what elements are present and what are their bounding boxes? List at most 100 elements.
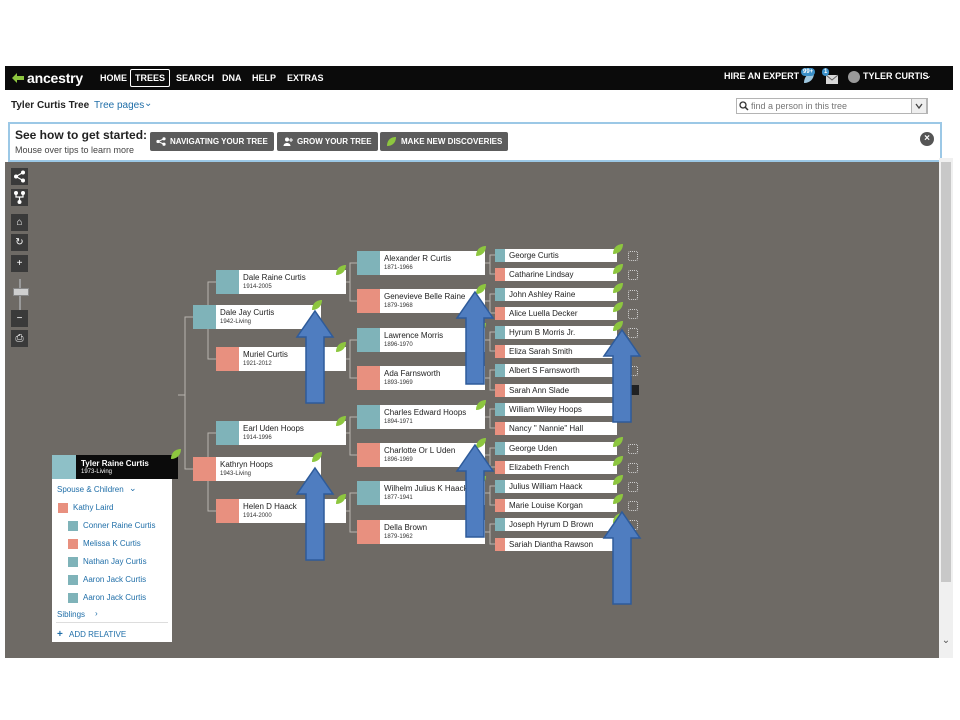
hint-leaf-icon[interactable] <box>612 243 624 255</box>
hint-leaf-icon[interactable] <box>311 451 323 463</box>
root-person-card[interactable]: Tyler Raine Curtis 1973-Living <box>52 455 178 479</box>
person-card-mother[interactable]: Kathryn Hoops 1943-Living <box>193 457 321 481</box>
child-link[interactable]: Nathan Jay Curtis <box>83 557 147 566</box>
expand-ancestors-button[interactable] <box>628 290 638 300</box>
person-search-input[interactable] <box>751 99 911 113</box>
zoom-in-icon[interactable]: + <box>11 255 28 272</box>
person-card-gg-grandparent[interactable]: Sarah Ann Slade <box>495 384 617 397</box>
tree-pages-chevron-icon[interactable]: ⌄ <box>144 98 153 109</box>
person-card-gg-grandparent[interactable]: George Curtis <box>495 249 617 262</box>
print-icon[interactable]: ⎙ <box>11 330 28 347</box>
person-search-box[interactable] <box>736 98 928 114</box>
person-card-great-grandparent[interactable]: Ada Farnsworth 1893-1969 <box>357 366 485 390</box>
hint-leaf-icon[interactable] <box>612 474 624 486</box>
nav-dna[interactable]: DNA <box>222 73 242 83</box>
expand-ancestors-button[interactable] <box>628 463 638 473</box>
hint-leaf-icon[interactable] <box>612 493 624 505</box>
page-scrollbar[interactable]: ⌄ <box>939 158 953 658</box>
person-card-gg-grandparent[interactable]: William Wiley Hoops <box>495 403 617 416</box>
person-card-gg-grandparent[interactable]: Albert S Farnsworth <box>495 364 617 377</box>
nav-extras[interactable]: EXTRAS <box>287 73 324 83</box>
child-link[interactable]: Aaron Jack Curtis <box>83 593 147 602</box>
user-menu-chevron-icon[interactable]: ⌄ <box>925 71 932 80</box>
reset-icon[interactable]: ↻ <box>11 234 28 251</box>
person-card-gg-grandparent[interactable]: Eliza Sarah Smith <box>495 345 617 358</box>
expand-ancestors-button[interactable] <box>628 482 638 492</box>
hint-leaf-icon[interactable] <box>475 399 487 411</box>
user-menu[interactable]: TYLER CURTIS <box>863 71 929 81</box>
hint-leaf-icon[interactable] <box>475 245 487 257</box>
person-card-gg-grandparent[interactable]: Sariah Diantha Rawson <box>495 538 617 551</box>
person-card-great-grandparent[interactable]: Della Brown 1879-1962 <box>357 520 485 544</box>
person-card-gg-grandparent[interactable]: Alice Luella Decker <box>495 307 617 320</box>
home-icon[interactable]: ⌂ <box>11 214 28 231</box>
hint-leaf-icon[interactable] <box>612 436 624 448</box>
nav-help[interactable]: HELP <box>252 73 277 83</box>
hire-an-expert-link[interactable]: HIRE AN EXPERT <box>724 71 800 81</box>
hint-leaf-icon[interactable] <box>335 493 347 505</box>
person-card-gg-grandparent[interactable]: Julius William Haack <box>495 480 617 493</box>
tip-navigating-button[interactable]: NAVIGATING YOUR TREE <box>150 132 274 151</box>
chevron-right-icon[interactable]: › <box>95 609 98 618</box>
scrollbar-thumb[interactable] <box>941 162 951 582</box>
scroll-down-icon[interactable]: ⌄ <box>941 635 951 646</box>
hint-leaf-icon[interactable] <box>475 283 487 295</box>
nav-trees[interactable]: TREES <box>130 69 171 87</box>
person-card-gg-grandparent[interactable]: Hyrum B Morris Jr. <box>495 326 617 339</box>
expand-arrow-icon[interactable] <box>631 385 639 395</box>
chevron-down-icon[interactable]: ⌄ <box>129 483 137 493</box>
hint-leaf-icon[interactable] <box>335 341 347 353</box>
nav-home[interactable]: HOME <box>100 73 127 83</box>
person-card-gg-grandparent[interactable]: John Ashley Raine <box>495 288 617 301</box>
person-card-great-grandparent[interactable]: Alexander R Curtis 1871-1966 <box>357 251 485 275</box>
expand-ancestors-button[interactable] <box>628 328 638 338</box>
family-view-icon[interactable] <box>11 189 28 206</box>
close-icon[interactable]: × <box>920 132 934 146</box>
tree-canvas[interactable]: ⌂ ↻ + − ⎙ <box>5 162 939 658</box>
tree-pages-menu[interactable]: Tree pages <box>94 100 145 111</box>
expand-ancestors-button[interactable] <box>628 251 638 261</box>
person-card-grandparent[interactable]: Dale Raine Curtis 1914-2005 <box>216 270 346 294</box>
tip-grow-tree-button[interactable]: GROW YOUR TREE <box>277 132 378 151</box>
person-card-gg-grandparent[interactable]: Catharine Lindsay <box>495 268 617 281</box>
spouse-children-toggle[interactable]: Spouse & Children <box>57 485 124 494</box>
add-icon[interactable]: + <box>57 629 63 640</box>
person-card-gg-grandparent[interactable]: Joseph Hyrum D Brown <box>495 518 617 531</box>
hint-leaf-icon[interactable] <box>612 301 624 313</box>
spouse-link[interactable]: Kathy Laird <box>73 503 114 512</box>
hint-leaf-icon[interactable] <box>311 299 323 311</box>
hint-leaf-icon[interactable] <box>612 455 624 467</box>
person-card-father[interactable]: Dale Jay Curtis 1942-Living <box>193 305 321 329</box>
expand-ancestors-button[interactable] <box>628 270 638 280</box>
child-link[interactable]: Conner Raine Curtis <box>83 521 156 530</box>
siblings-link[interactable]: Siblings <box>57 610 86 619</box>
ancestry-logo[interactable]: ancestry <box>11 70 83 86</box>
child-link[interactable]: Melissa K Curtis <box>83 539 141 548</box>
person-card-grandparent[interactable]: Earl Uden Hoops 1914-1996 <box>216 421 346 445</box>
expand-ancestors-button[interactable] <box>628 309 638 319</box>
hint-leaf-icon[interactable] <box>335 264 347 276</box>
user-avatar[interactable] <box>848 71 860 83</box>
tree-title[interactable]: Tyler Curtis Tree <box>11 100 90 111</box>
person-card-gg-grandparent[interactable]: Marie Louise Korgan <box>495 499 617 512</box>
hint-leaf-icon[interactable] <box>170 448 182 460</box>
hint-leaf-icon[interactable] <box>612 320 624 332</box>
tip-discoveries-button[interactable]: MAKE NEW DISCOVERIES <box>380 132 509 151</box>
nav-search[interactable]: SEARCH <box>176 73 215 83</box>
pedigree-view-icon[interactable] <box>11 168 28 185</box>
add-relative-button[interactable]: ADD RELATIVE <box>69 630 127 639</box>
zoom-slider-track[interactable] <box>19 279 21 317</box>
search-dropdown-button[interactable] <box>911 98 927 114</box>
person-card-great-grandparent[interactable]: Charles Edward Hoops 1894-1971 <box>357 405 485 429</box>
zoom-slider-handle[interactable] <box>13 288 29 296</box>
child-link[interactable]: Aaron Jack Curtis <box>83 575 147 584</box>
person-card-great-grandparent[interactable]: Wilhelm Julius K Haack 1877-1941 <box>357 481 485 505</box>
messages-button[interactable] <box>825 72 839 90</box>
zoom-out-icon[interactable]: − <box>11 310 28 327</box>
person-card-gg-grandparent[interactable]: George Uden <box>495 442 617 455</box>
expand-ancestors-button[interactable] <box>628 444 638 454</box>
expand-ancestors-button[interactable] <box>628 501 638 511</box>
hint-leaf-icon[interactable] <box>475 437 487 449</box>
hint-leaf-icon[interactable] <box>612 282 624 294</box>
hint-leaf-icon[interactable] <box>612 263 624 275</box>
